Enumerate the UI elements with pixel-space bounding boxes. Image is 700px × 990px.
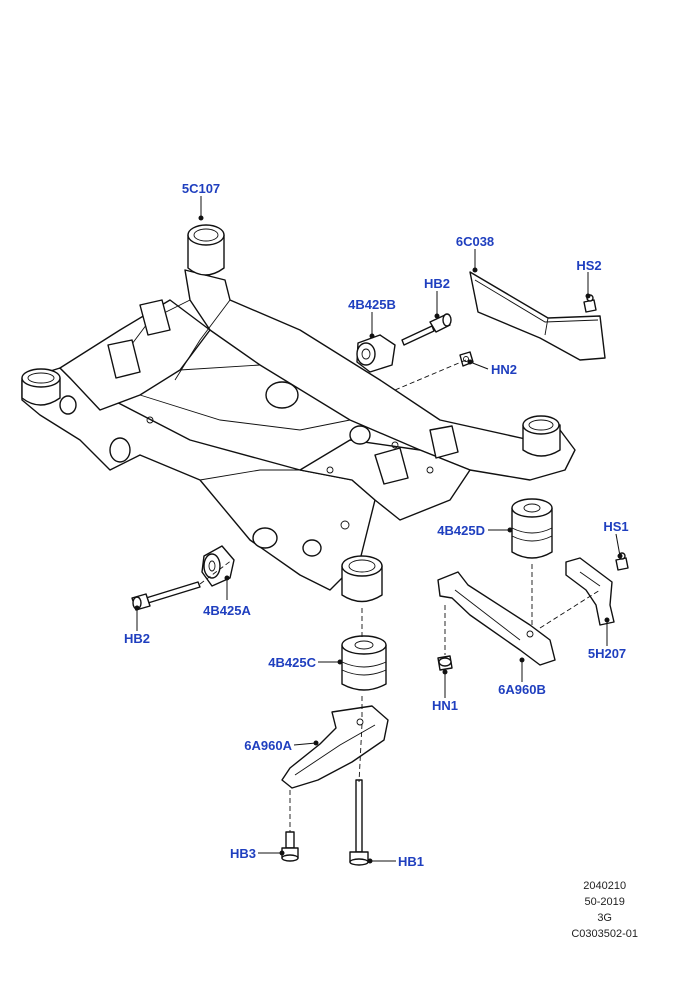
callout-shield: 6C038 (456, 234, 494, 249)
reference-line-1: 2040210 (583, 880, 627, 892)
nut-lower (437, 655, 453, 671)
reference-block: 2040210 50-2019 3G C0303502-01 (571, 878, 638, 942)
callout-bolt-upper: HB2 (424, 276, 450, 291)
callout-screw-bracket: HS1 (603, 519, 628, 534)
assembly-centerlines (199, 359, 601, 832)
callout-bush-front-right: 4B425A (203, 603, 251, 618)
bolt-lower-left (131, 581, 201, 611)
reference-line-2: 50-2019 (584, 896, 625, 908)
bush-front-left (356, 334, 396, 373)
heat-shield (469, 271, 606, 361)
callout-bush-front-left: 4B425B (348, 297, 396, 312)
reference-line-3: 3G (597, 912, 612, 924)
bush-rear-right (511, 498, 553, 559)
callout-nut-upper: HN2 (491, 362, 517, 377)
callout-bracket-right: 5H207 (588, 646, 626, 661)
bolt-long (349, 779, 369, 866)
callout-nut-lower: HN1 (432, 698, 458, 713)
callout-subframe: 5C107 (182, 181, 220, 196)
reference-line-4: C0303502-01 (571, 928, 638, 940)
callout-bush-rear-right: 4B425D (437, 523, 485, 538)
plate-right (437, 571, 556, 666)
bolt-plate-small (281, 831, 299, 862)
leader-lines (134, 196, 623, 864)
callout-bush-rear-left: 4B425C (268, 655, 316, 670)
subframe (21, 224, 576, 603)
callout-bolt-long: HB1 (398, 854, 424, 869)
screw-shield (583, 294, 597, 313)
bush-rear-left (341, 635, 387, 691)
callout-plate-right: 6A960B (498, 682, 546, 697)
bolt-upper (401, 313, 452, 346)
callout-plate-left: 6A960A (244, 738, 292, 753)
plate-left (281, 705, 389, 789)
callout-screw-shield: HS2 (576, 258, 601, 273)
callout-bolt-lower-left: HB2 (124, 631, 150, 646)
callout-bolt-plate-small: HB3 (230, 846, 256, 861)
bracket-right (565, 557, 615, 626)
bush-front-right (201, 545, 235, 587)
